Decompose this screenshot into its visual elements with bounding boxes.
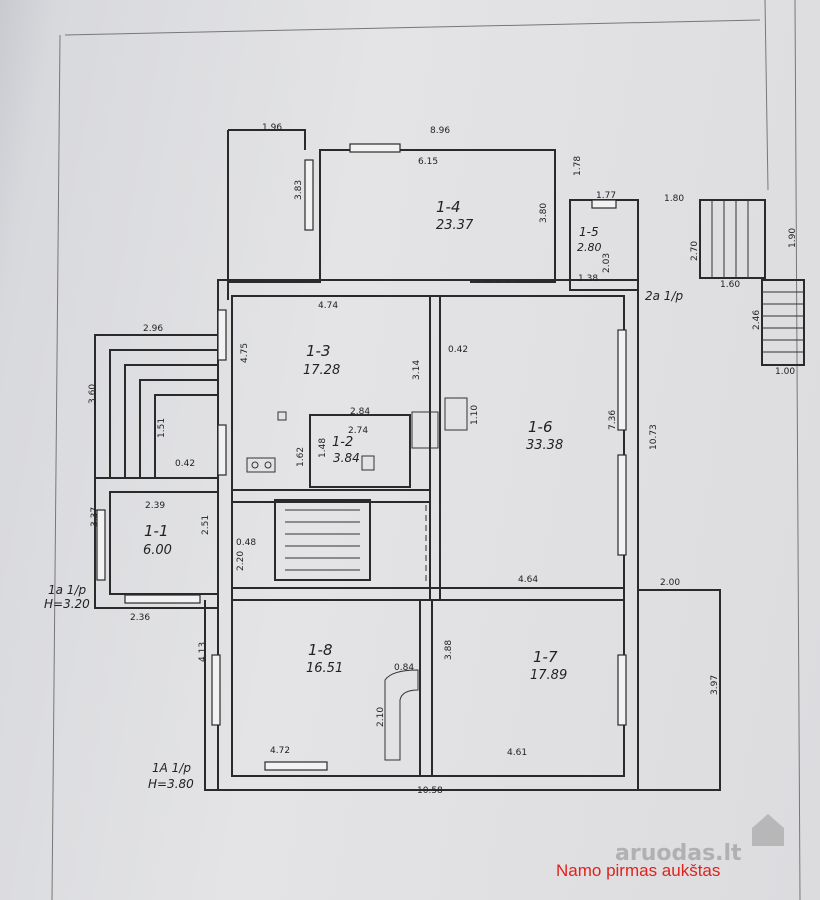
dimension-label: 8.96 bbox=[430, 126, 450, 136]
dimension-label: 3.37 bbox=[90, 507, 100, 527]
dimension-label: 2.46 bbox=[752, 310, 762, 330]
dimension-label: 2.10 bbox=[376, 707, 386, 727]
house-icon bbox=[752, 814, 784, 846]
dimension-label: 3.80 bbox=[539, 203, 549, 223]
dimension-label: 2.74 bbox=[348, 426, 368, 436]
room-area: 17.89 bbox=[530, 668, 567, 683]
dimension-label: 3.83 bbox=[294, 180, 304, 200]
dimension-label: 4.64 bbox=[518, 575, 538, 585]
level-marker: 2a 1/p bbox=[645, 289, 683, 303]
dimension-label: 0.42 bbox=[175, 459, 195, 469]
dimension-label: 2.84 bbox=[350, 407, 370, 417]
watermark-text: aruodas.lt bbox=[615, 841, 742, 866]
dimension-label: 1.00 bbox=[775, 367, 795, 377]
dimension-label: 1.90 bbox=[788, 228, 798, 248]
dimension-label: 4.72 bbox=[270, 746, 290, 756]
level-marker: 1A 1/p bbox=[152, 761, 191, 775]
room-area: 17.28 bbox=[303, 363, 340, 378]
fixtures bbox=[246, 397, 468, 761]
room-area: 3.84 bbox=[333, 451, 360, 465]
dimension-label: 0.42 bbox=[448, 345, 468, 355]
level-height: H=3.20 bbox=[44, 597, 90, 611]
level-markers: 2a 1/p 1a 1/p H=3.20 1A 1/p H=3.80 bbox=[44, 289, 683, 791]
room-code: 1-7 bbox=[533, 648, 558, 666]
sheet-frame bbox=[51, 0, 801, 900]
room-area: 2.80 bbox=[577, 241, 602, 254]
image-caption: Namo pirmas aukštas bbox=[556, 861, 720, 880]
dimension-label: 1.38 bbox=[578, 274, 598, 284]
dimension-label: 0.48 bbox=[236, 538, 256, 548]
room-labels: 1-4 23.37 1-5 2.80 1-3 17.28 1-2 3.84 1-… bbox=[143, 198, 602, 683]
dimension-label: 2.00 bbox=[660, 578, 680, 588]
dimension-label: 4.13 bbox=[198, 642, 208, 662]
dimension-label: 1.10 bbox=[470, 405, 480, 425]
room-area: 23.37 bbox=[436, 218, 474, 233]
room-code: 1-3 bbox=[306, 342, 331, 360]
dimension-label: 4.74 bbox=[318, 301, 338, 311]
dimension-label: 3.97 bbox=[710, 675, 720, 695]
dimension-label: 3.60 bbox=[88, 384, 98, 404]
room-code: 1-6 bbox=[528, 418, 553, 436]
dimension-label: 6.15 bbox=[418, 157, 438, 167]
room-area: 6.00 bbox=[143, 543, 172, 558]
dimension-label: 10.73 bbox=[649, 424, 659, 450]
dimension-label: 1.78 bbox=[573, 156, 583, 176]
windows bbox=[96, 143, 627, 771]
room-code: 1-8 bbox=[308, 641, 333, 659]
dimension-label: 1.96 bbox=[262, 123, 282, 133]
dimension-label: 1.77 bbox=[596, 191, 616, 201]
room-area: 33.38 bbox=[526, 438, 563, 453]
level-marker: 1a 1/p bbox=[48, 583, 86, 597]
stair-treads bbox=[285, 200, 804, 571]
room-code: 1-5 bbox=[579, 225, 599, 239]
dimension-label: 2.03 bbox=[602, 253, 612, 273]
room-area: 16.51 bbox=[306, 661, 343, 676]
dimension-labels: 1.96 8.96 6.15 1.78 3.83 3.80 1.77 1.80 … bbox=[88, 123, 798, 796]
dimension-label: 2.20 bbox=[236, 551, 246, 571]
dimension-label: 10.58 bbox=[417, 786, 443, 796]
room-code: 1-2 bbox=[332, 435, 353, 450]
dimension-label: 4.61 bbox=[507, 748, 527, 758]
watermark-logo: aruodas.lt bbox=[615, 814, 784, 866]
dimension-label: 1.80 bbox=[664, 194, 684, 204]
room-code: 1-4 bbox=[436, 198, 461, 216]
dimension-label: 1.62 bbox=[296, 447, 306, 467]
dimension-label: 7.36 bbox=[608, 410, 618, 430]
dimension-label: 1.48 bbox=[318, 438, 328, 458]
dimension-label: 2.51 bbox=[201, 515, 211, 535]
dimension-label: 2.39 bbox=[145, 501, 165, 511]
dimension-label: 2.96 bbox=[143, 324, 163, 334]
dimension-label: 1.60 bbox=[720, 280, 740, 290]
dimension-label: 0.84 bbox=[394, 663, 414, 673]
dimension-label: 2.70 bbox=[690, 241, 700, 261]
dimension-label: 3.14 bbox=[412, 360, 422, 380]
level-height: H=3.80 bbox=[148, 777, 194, 791]
dimension-label: 4.75 bbox=[240, 343, 250, 363]
room-code: 1-1 bbox=[144, 522, 169, 540]
dimension-label: 3.88 bbox=[444, 640, 454, 660]
dimension-label: 2.36 bbox=[130, 613, 150, 623]
dimension-label: 1.51 bbox=[157, 418, 167, 438]
openings bbox=[425, 281, 518, 585]
